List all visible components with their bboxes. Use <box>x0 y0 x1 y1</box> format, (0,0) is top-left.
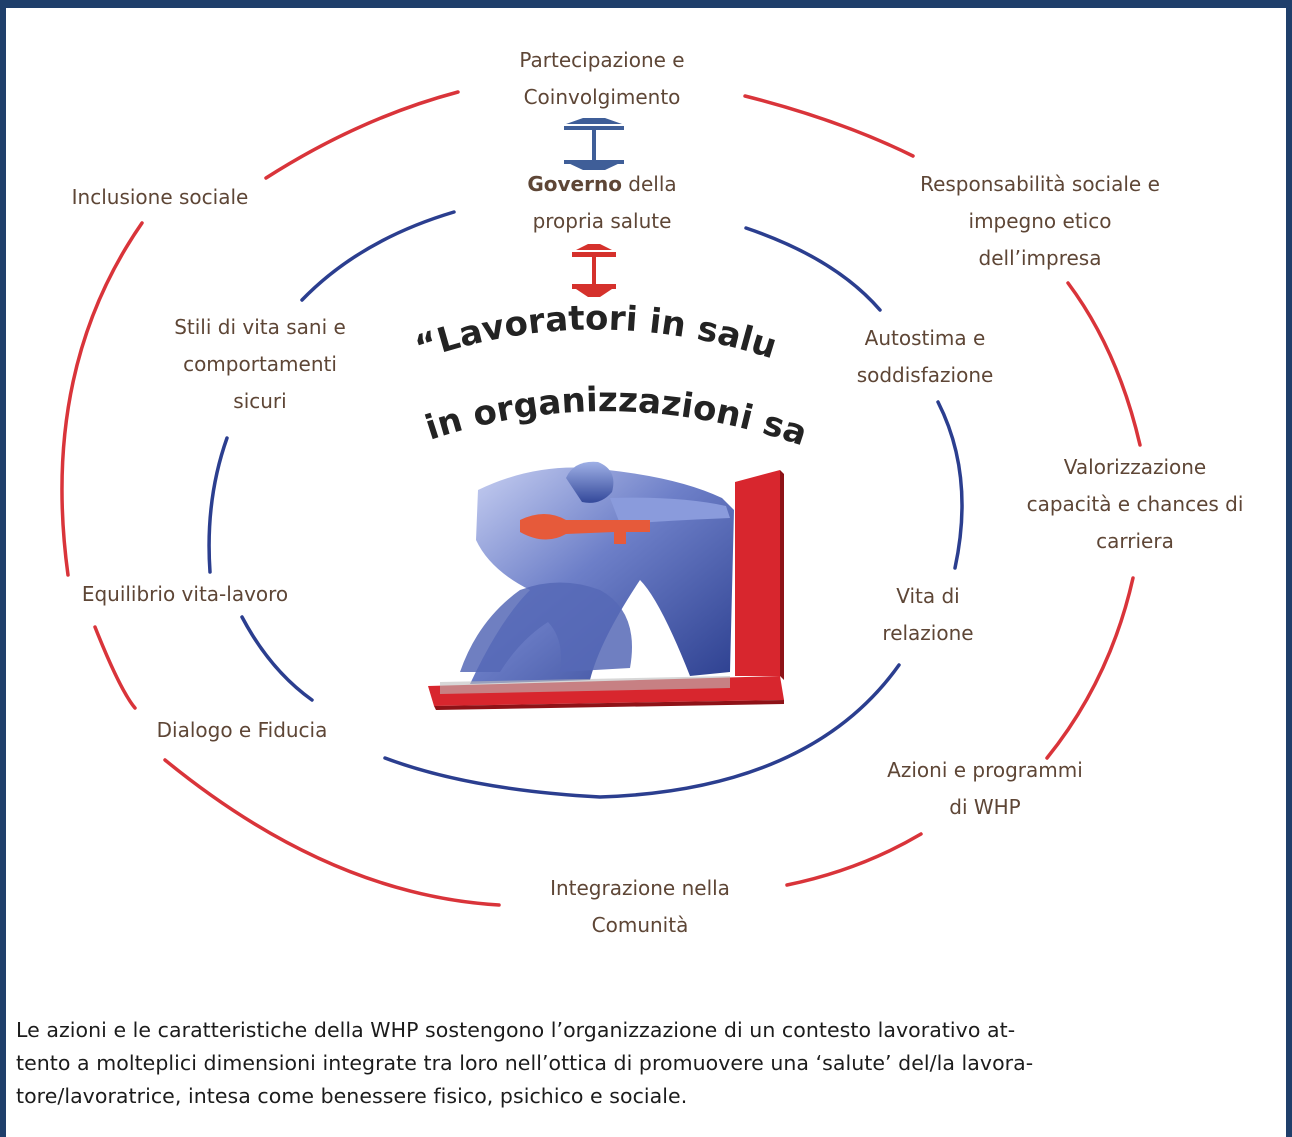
label-inclusione: Inclusione sociale <box>20 179 300 216</box>
label-valorizzazione: Valorizzazione capacità e chances di car… <box>990 449 1280 560</box>
label-line: Responsabilità sociale e <box>920 172 1160 196</box>
label-line: Valorizzazione <box>1063 455 1207 479</box>
outer-ring-segment <box>93 625 137 710</box>
label-bold: Governo <box>527 172 622 196</box>
label-partecipazione: Partecipazione e Coinvolgimento <box>442 42 762 116</box>
label-line: Vita di <box>896 584 960 608</box>
label-line: comportamenti <box>183 352 337 376</box>
label-dialogo: Dialogo e Fiducia <box>112 712 372 749</box>
label-line: Partecipazione e <box>519 48 685 72</box>
label-line: capacità e chances di <box>1026 492 1244 516</box>
label-equilibrio: Equilibrio vita-lavoro <box>30 576 340 613</box>
label-line: Coinvolgimento <box>523 85 681 109</box>
label-line: Azioni e programmi <box>887 758 1083 782</box>
outer-ring-segment <box>163 758 501 907</box>
label-autostima: Autostima e soddisfazione <box>800 320 1050 394</box>
label-text: della <box>621 172 677 196</box>
caption-line: Le azioni e le caratteristiche della WHP… <box>16 1018 1016 1042</box>
inner-ring-segment <box>300 210 456 302</box>
label-line: Governo della <box>442 166 762 203</box>
outer-ring-segment <box>743 94 915 158</box>
label-integrazione: Integrazione nella Comunità <box>490 870 790 944</box>
caption-line: tore/lavoratrice, intesa come benessere … <box>16 1084 688 1108</box>
caption-line: tento a molteplici dimensioni integrate … <box>16 1051 1034 1075</box>
label-line: sicuri <box>233 389 287 413</box>
label-line: impegno etico <box>968 209 1112 233</box>
label-responsabilita: Responsabilità sociale e impegno etico d… <box>880 166 1200 277</box>
label-vita: Vita di relazione <box>818 578 1038 652</box>
outer-ring-segment <box>1066 281 1142 447</box>
outer-ring-segment <box>264 90 460 180</box>
outer-ring-segment <box>785 832 923 887</box>
inner-ring <box>207 210 964 799</box>
label-line: Equilibrio vita-lavoro <box>81 582 289 606</box>
inner-ring-segment <box>240 615 314 702</box>
label-line: Inclusione sociale <box>71 185 249 209</box>
label-line: propria salute <box>532 209 672 233</box>
outer-ring-segment <box>1045 576 1135 760</box>
inner-ring-segment <box>207 436 229 574</box>
label-stili: Stili di vita sani e comportamenti sicur… <box>120 309 400 420</box>
figure-caption: Le azioni e le caratteristiche della WHP… <box>16 1014 1278 1113</box>
blue-double-arrow <box>564 118 624 170</box>
label-line: carriera <box>1096 529 1174 553</box>
label-line: soddisfazione <box>856 363 994 387</box>
label-azioni: Azioni e programmi di WHP <box>840 752 1130 826</box>
label-line: Stili di vita sani e <box>174 315 346 339</box>
label-line: Dialogo e Fiducia <box>156 718 328 742</box>
label-line: Autostima e <box>864 326 986 350</box>
red-staircase <box>735 470 780 676</box>
label-line: di WHP <box>949 795 1021 819</box>
whp-diagram: “Lavoratori in salute in organizzazioni … <box>0 0 1280 944</box>
label-line: Integrazione nella <box>550 876 730 900</box>
inner-ring-segment <box>383 663 901 799</box>
label-line: Comunità <box>591 913 689 937</box>
red-double-arrow <box>572 244 616 297</box>
inner-ring-segment <box>744 226 882 312</box>
label-line: relazione <box>882 621 974 645</box>
label-governo: Governo della propria salute <box>442 166 762 240</box>
worker-with-key-illustration <box>428 461 784 710</box>
label-line: dell’impresa <box>978 246 1102 270</box>
diagram-rings: “Lavoratori in salute in organizzazioni … <box>0 0 1142 907</box>
outer-ring-segment <box>60 221 144 577</box>
outer-ring <box>60 90 1142 907</box>
inner-ring-segment <box>936 400 964 570</box>
